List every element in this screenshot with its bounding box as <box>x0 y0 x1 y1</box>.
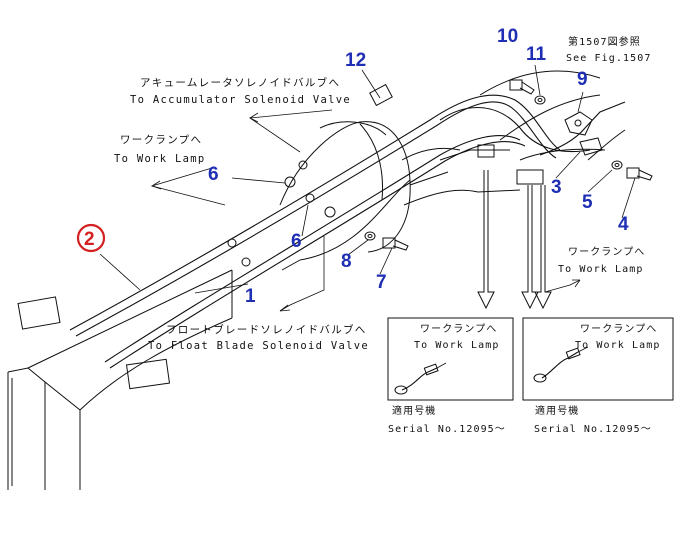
worklamp-label: ワークランプへ To Work Lamp <box>114 134 205 165</box>
accumulator-label-en: To Accumulator Solenoid Valve <box>130 94 351 106</box>
callout-6-upper: 6 <box>208 164 219 185</box>
inset-2-serial-en: Serial No.12095～ <box>534 424 652 435</box>
inset-2-label-jp: ワークランプへ <box>580 323 657 335</box>
accumulator-label: アキュームレータソレノイドバルブへ To Accumulator Solenoi… <box>130 76 351 106</box>
callout-5: 5 <box>582 192 593 213</box>
callout-9: 9 <box>577 69 588 90</box>
leader-lines <box>99 64 636 294</box>
worklamp-label-en: To Work Lamp <box>114 153 205 165</box>
inset-1-serial-jp: 適用号機 <box>392 404 436 417</box>
upper-frame <box>479 70 626 161</box>
callout-7: 7 <box>376 272 387 293</box>
harness-wires <box>69 94 626 369</box>
right-worklamp-label-jp: ワークランプへ <box>568 246 645 258</box>
callout-2-circle <box>76 223 106 253</box>
bolt-10-icon <box>509 79 535 95</box>
bracket-9-icon <box>564 111 593 136</box>
callout-4: 4 <box>618 214 629 235</box>
float-pointer <box>279 236 325 312</box>
accumulator-label-jp: アキュームレータソレノイドバルブへ <box>140 76 340 89</box>
part-3-icon <box>579 137 603 156</box>
washer-8-icon <box>364 231 376 241</box>
see-fig-label: 第1507図参照 See Fig.1507 <box>566 35 651 64</box>
callout-1: 1 <box>245 286 256 307</box>
right-worklamp-pointer <box>544 279 581 293</box>
callout-2: 2 <box>84 229 95 250</box>
callout-6-lower: 6 <box>291 231 302 252</box>
clamps <box>227 160 336 267</box>
connectors <box>17 83 544 390</box>
float-label-jp: フロートブレードソレノイドバルブへ <box>166 323 367 336</box>
callout-10: 10 <box>497 26 518 47</box>
down-arrow-left <box>477 170 495 310</box>
see-fig-label-jp: 第1507図参照 <box>568 35 641 48</box>
washer-5-icon <box>611 160 623 170</box>
washer-11-icon <box>534 95 546 105</box>
float-label-en: To Float Blade Solenoid Valve <box>148 340 369 352</box>
inset-1-label-jp: ワークランプへ <box>420 323 497 335</box>
callout-numbers: 12 10 11 9 6 6 3 5 4 8 7 1 2 <box>76 26 629 307</box>
inset-2-label-en: To Work Lamp <box>575 340 660 351</box>
down-arrow-mid <box>534 185 552 310</box>
bolt-4-icon <box>626 167 653 181</box>
inset-panel-1: ワークランプへ To Work Lamp 適用号機 Serial No.1209… <box>387 317 514 435</box>
down-arrow-right <box>521 185 539 310</box>
right-worklamp-label-en: To Work Lamp <box>558 264 643 275</box>
see-fig-label-en: See Fig.1507 <box>566 53 651 64</box>
inset-2-serial-jp: 適用号機 <box>535 404 579 417</box>
worklamp-label-jp: ワークランプへ <box>120 134 202 146</box>
callout-12: 12 <box>345 50 366 71</box>
accumulator-pointer <box>248 109 333 153</box>
machine-frame <box>7 269 233 490</box>
inset-panel-2: ワークランプへ To Work Lamp 適用号機 Serial No.1209… <box>522 317 674 435</box>
callout-3: 3 <box>551 177 562 198</box>
inset-1-serial-en: Serial No.12095～ <box>388 424 506 435</box>
callout-8: 8 <box>341 251 352 272</box>
callout-11: 11 <box>526 44 547 65</box>
worklamp-pointer <box>150 167 226 206</box>
inset-1-label-en: To Work Lamp <box>414 340 499 351</box>
bolt-7-icon <box>382 237 409 251</box>
right-worklamp-label: ワークランプへ To Work Lamp <box>558 246 645 275</box>
float-label: フロートブレードソレノイドバルブへ To Float Blade Solenoi… <box>148 323 369 352</box>
